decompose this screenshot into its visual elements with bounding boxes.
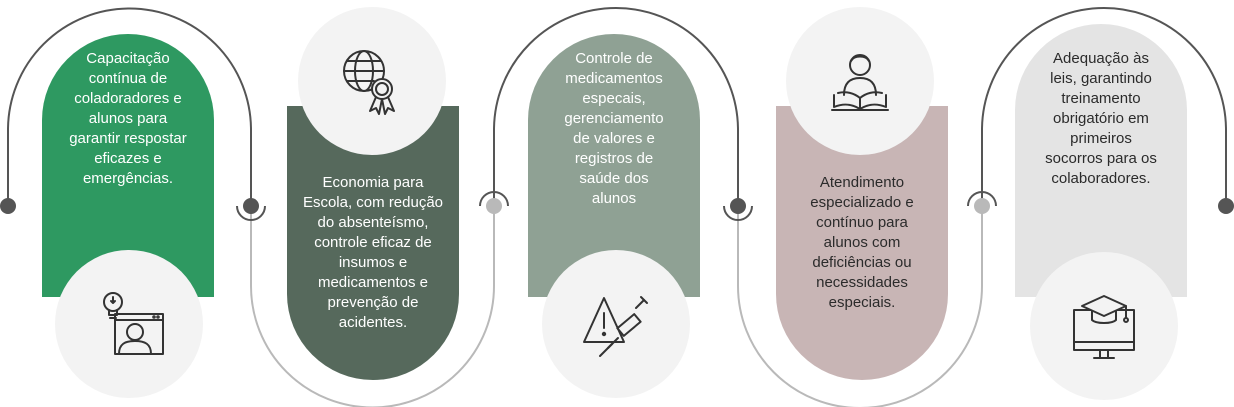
cup-3 — [723, 205, 753, 221]
graduation-cap-monitor-icon — [1073, 295, 1135, 359]
step-2-text: Economia para Escola, com redução do abs… — [302, 174, 444, 331]
arc-step-4 — [737, 206, 983, 407]
cup-2 — [479, 191, 509, 207]
timeline-dot-6 — [1218, 198, 1234, 214]
arc-step-1 — [7, 7, 252, 206]
step-5-icon-circle — [1030, 252, 1178, 400]
idea-person-screen-icon — [103, 292, 164, 355]
step-5-text: Adequação às leis, garantindo treinament… — [1045, 50, 1157, 187]
step-3-icon-circle — [542, 250, 690, 398]
step-3-text: Controle de medicamentos especais, geren… — [564, 50, 664, 207]
step-4-text: Atendimento especializado e contínuo par… — [810, 174, 914, 311]
warning-syringe-icon — [583, 296, 648, 357]
step-4-icon-circle — [786, 7, 934, 155]
step-1-icon-circle — [55, 250, 203, 398]
timeline-dot-2 — [243, 198, 259, 214]
cup-1 — [236, 205, 266, 221]
arc-step-3 — [493, 7, 739, 206]
arc-step-5 — [981, 7, 1227, 206]
arc-step-2 — [250, 206, 495, 407]
cup-4 — [967, 191, 997, 207]
step-1-text: Capacitação contínua de coladoradores e … — [69, 50, 187, 187]
globe-award-icon — [343, 50, 395, 115]
timeline-dot-4 — [730, 198, 746, 214]
person-reading-book-icon — [831, 54, 889, 111]
timeline-dot-5 — [974, 198, 990, 214]
step-5-card: Adequação às leis, garantindo treinament… — [1015, 24, 1187, 297]
step-2-icon-circle — [298, 7, 446, 155]
timeline-dot-1 — [0, 198, 16, 214]
timeline-dot-3 — [486, 198, 502, 214]
